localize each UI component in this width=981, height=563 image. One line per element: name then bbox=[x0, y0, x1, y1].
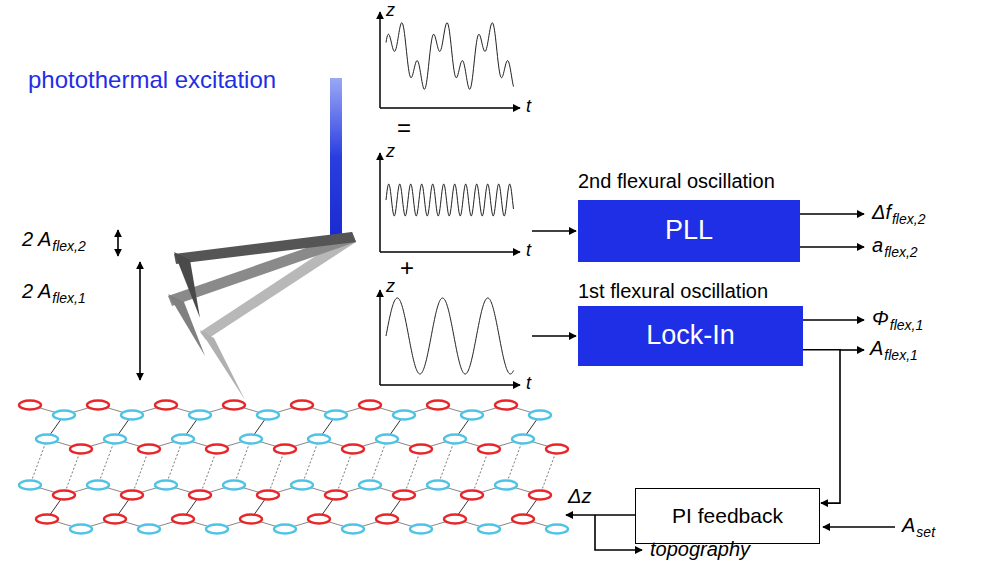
signal-label: Φ bbox=[872, 307, 889, 330]
signal-label: 2 A bbox=[22, 228, 51, 251]
signal-label: Δz bbox=[568, 485, 591, 508]
signal-label: t bbox=[526, 373, 531, 394]
signal-label: 1st flexural oscillation bbox=[578, 280, 768, 303]
subscript: set bbox=[916, 524, 935, 540]
laser-beam bbox=[330, 78, 342, 236]
subscript: flex,2 bbox=[892, 211, 925, 227]
bilayer-lattice bbox=[19, 401, 568, 534]
box-label: PI feedback bbox=[672, 504, 783, 528]
subscript: flex,1 bbox=[884, 347, 917, 363]
box-label: Lock-In bbox=[646, 320, 735, 351]
subscript: flex,1 bbox=[890, 317, 923, 333]
signal-label: z bbox=[386, 276, 395, 297]
signal-label: Δf bbox=[872, 201, 891, 224]
signal-label: photothermal excitation bbox=[28, 66, 276, 94]
subscript: flex,2 bbox=[884, 244, 917, 260]
signal-label: a bbox=[872, 234, 883, 257]
signal-label: 2 A bbox=[22, 280, 51, 303]
signal-connector bbox=[803, 350, 840, 503]
signal-label: A bbox=[902, 514, 915, 537]
subscript: flex,1 bbox=[52, 290, 85, 306]
process-box: PI feedback bbox=[635, 488, 820, 544]
signal-plots bbox=[380, 12, 520, 385]
process-box: Lock-In bbox=[578, 306, 803, 366]
signal-label: t bbox=[526, 96, 531, 117]
amplitude-arrow bbox=[117, 230, 119, 256]
amplitude-arrow bbox=[139, 262, 141, 380]
box-label: PLL bbox=[665, 215, 713, 246]
signal-label: A bbox=[870, 337, 883, 360]
signal-label: z bbox=[386, 141, 395, 162]
signal-label: = bbox=[397, 114, 411, 142]
signal-label: topography bbox=[650, 538, 750, 561]
signal-label: z bbox=[386, 0, 395, 21]
signal-label: + bbox=[400, 254, 414, 282]
process-box: PLL bbox=[578, 200, 800, 262]
signal-wires bbox=[532, 214, 895, 550]
subscript: flex,2 bbox=[52, 238, 85, 254]
cantilever bbox=[168, 232, 356, 400]
signal-label: 2nd flexural oscillation bbox=[578, 170, 775, 193]
signal-label: t bbox=[526, 240, 531, 261]
